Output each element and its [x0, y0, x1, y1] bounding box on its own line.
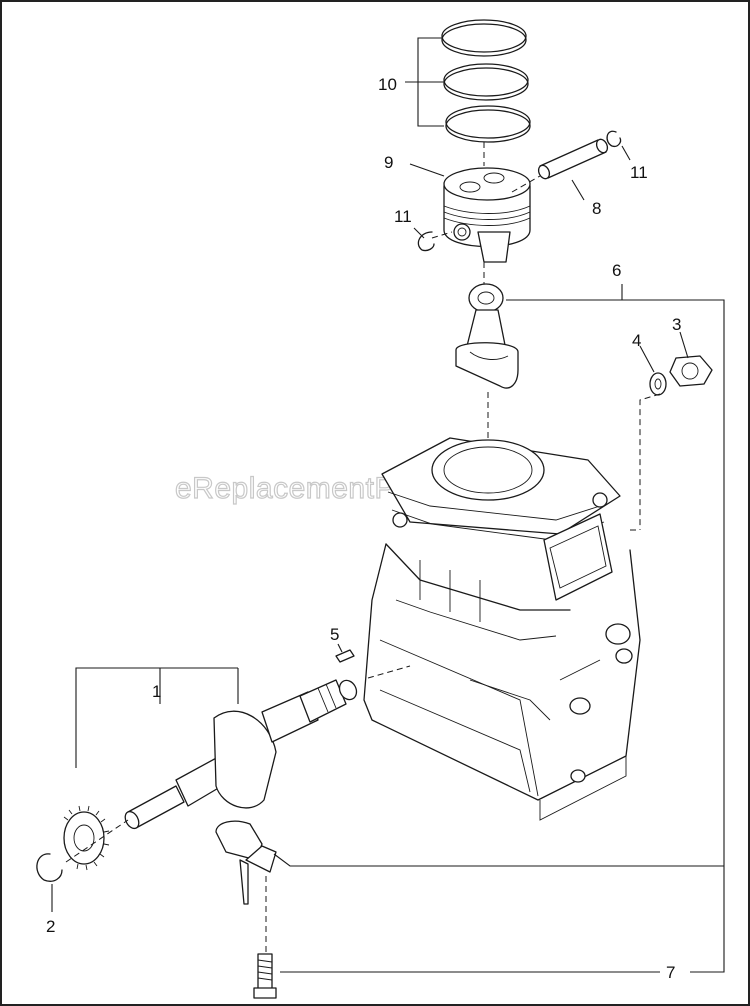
piston-rings: [441, 19, 531, 143]
rod-nut: [669, 355, 713, 387]
balancer-shaft: [215, 820, 277, 905]
callout-10: 10: [378, 75, 397, 94]
washer: [649, 372, 667, 396]
timing-gear: [63, 805, 110, 871]
crank-bracket: [75, 667, 239, 768]
piston-pin: [537, 138, 609, 180]
ring-bracket: [405, 37, 444, 127]
callout-8: 8: [592, 199, 601, 218]
crankshaft: [124, 679, 358, 830]
bolt: [253, 953, 277, 999]
callout-6: 6: [612, 261, 621, 280]
callout-11-right: 11: [630, 163, 648, 182]
callout-3: 3: [672, 315, 681, 334]
callout-4: 4: [632, 331, 641, 350]
snap-ring: [36, 853, 63, 882]
rod-bracket: [506, 284, 725, 866]
callout-5: 5: [330, 625, 339, 644]
clip-right: [606, 130, 622, 148]
piston: [443, 167, 531, 263]
clip-left: [417, 231, 435, 252]
crankcase: [363, 437, 641, 821]
connecting-rod: [455, 283, 519, 389]
callout-1: 1: [152, 682, 161, 701]
callout-9: 9: [384, 153, 393, 172]
callout-11-left: 11: [394, 207, 412, 226]
seven-bracket: [273, 853, 725, 973]
woodruff-key: [335, 649, 355, 663]
callout-2: 2: [46, 917, 55, 936]
callout-7: 7: [666, 963, 675, 982]
